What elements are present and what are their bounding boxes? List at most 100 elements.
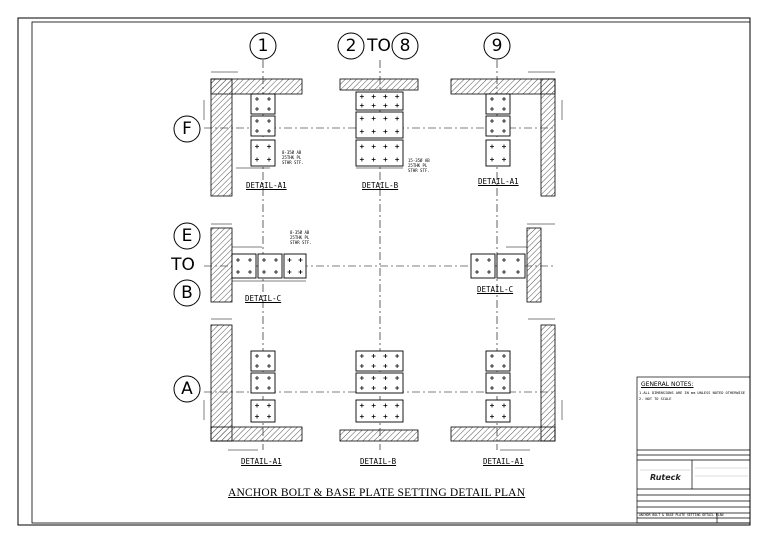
bolt-mark xyxy=(371,144,376,149)
bolt-mark xyxy=(359,129,364,134)
bolt-mark xyxy=(502,144,506,149)
bolt-mark xyxy=(490,107,494,111)
bolt-mark xyxy=(490,144,494,149)
bolt-mark xyxy=(255,414,259,419)
bolt-mark xyxy=(383,354,388,358)
bolt-mark xyxy=(359,144,364,149)
bolt-mark xyxy=(267,414,271,419)
grid-col-8-label: 8 xyxy=(399,36,411,56)
bolt-mark xyxy=(267,119,271,123)
bolt-mark xyxy=(371,403,376,408)
bolt-mark xyxy=(502,157,506,162)
detail-b-top: DETAIL-B xyxy=(362,181,399,190)
grid-col-9-label: 9 xyxy=(491,36,503,56)
bolt-mark xyxy=(475,270,479,274)
base-plates xyxy=(231,91,526,423)
bolt-mark xyxy=(490,414,494,419)
bolt-mark xyxy=(255,364,259,368)
bolt-mark xyxy=(359,414,364,419)
grid-row-a-label: A xyxy=(181,379,193,399)
general-note-2: 2. NOT TO SCALE xyxy=(639,397,672,401)
bolt-mark xyxy=(516,270,520,274)
bolt-mark xyxy=(383,144,388,149)
bolt-mark xyxy=(255,97,259,101)
bolt-mark xyxy=(490,157,494,162)
bolt-mark xyxy=(383,129,388,134)
detail-a1-bottom-left: DETAIL-A1 xyxy=(241,457,282,466)
drawing-description: ANCHOR BOLT & BASE PLATE SETTING DETAIL … xyxy=(639,513,724,517)
detail-a1-top-left: DETAIL-A1 xyxy=(246,181,287,190)
detail-c-right: DETAIL-C xyxy=(477,285,514,294)
bolt-mark xyxy=(236,270,240,274)
bolt-mark xyxy=(395,364,400,368)
bolt-mark xyxy=(359,376,364,380)
bolt-mark xyxy=(267,107,271,111)
column-bubbles xyxy=(249,32,511,60)
bolt-mark xyxy=(487,258,491,262)
bolt-mark xyxy=(395,144,400,149)
bolt-mark xyxy=(255,354,259,358)
bolt-mark xyxy=(371,376,376,380)
title-block-rows xyxy=(640,467,748,477)
bolt-mark xyxy=(371,157,376,162)
bolt-mark xyxy=(490,129,494,133)
bolt-mark xyxy=(255,376,259,380)
bolt-mark xyxy=(274,258,278,262)
bolt-mark xyxy=(371,386,376,390)
bolt-mark xyxy=(490,97,494,101)
bolt-mark xyxy=(490,376,494,380)
bolt-mark xyxy=(267,364,271,368)
bolt-mark xyxy=(262,258,266,262)
bolt-mark xyxy=(502,386,506,390)
bolt-mark xyxy=(490,386,494,390)
bolt-mark xyxy=(475,258,479,262)
bolt-mark xyxy=(395,414,400,419)
bolt-mark xyxy=(371,354,376,358)
grid-col-to-label: TO xyxy=(367,36,391,56)
detail-c-left: DETAIL-C xyxy=(245,294,282,303)
bolt-mark xyxy=(236,258,240,262)
bolt-mark xyxy=(371,364,376,368)
bolt-mark xyxy=(490,364,494,368)
bolt-mark xyxy=(371,129,376,134)
bolt-mark xyxy=(383,386,388,390)
row-bubbles xyxy=(173,115,201,403)
bolt-mark xyxy=(395,157,400,162)
detail-a1-top-right: DETAIL-A1 xyxy=(478,177,519,186)
bolt-mark xyxy=(359,157,364,162)
bolt-mark xyxy=(255,157,259,162)
bolt-mark xyxy=(516,258,520,262)
bolt-mark xyxy=(371,116,376,121)
bolt-mark xyxy=(255,144,259,149)
bolt-mark xyxy=(395,129,400,134)
bolt-mark xyxy=(383,157,388,162)
bolt-mark xyxy=(502,354,506,358)
grid-row-to-label: TO xyxy=(171,255,195,275)
bolt-mark xyxy=(502,414,506,419)
bolt-mark xyxy=(359,364,364,368)
bolt-mark xyxy=(298,258,303,262)
bolt-mark xyxy=(383,94,388,99)
bolt-mark xyxy=(359,386,364,390)
bolt-mark xyxy=(502,376,506,380)
bolt-mark xyxy=(502,97,506,101)
bolt-mark xyxy=(267,386,271,390)
bolt-mark xyxy=(371,103,376,108)
bolt-mark xyxy=(502,129,506,133)
grid-row-f-label: F xyxy=(182,119,192,139)
bolt-mark xyxy=(371,94,376,99)
bolt-mark xyxy=(502,364,506,368)
bolt-mark xyxy=(502,107,506,111)
bolt-mark xyxy=(395,376,400,380)
bolt-mark xyxy=(267,97,271,101)
bolt-mark xyxy=(248,270,252,274)
general-notes-title: GENERAL NOTES: xyxy=(641,381,694,388)
bolt-mark xyxy=(248,258,252,262)
title-block xyxy=(636,376,751,524)
bolt-mark xyxy=(502,258,506,262)
bolt-mark xyxy=(255,129,259,133)
bolt-mark xyxy=(267,354,271,358)
bolt-mark xyxy=(262,270,266,274)
walls xyxy=(210,78,556,442)
